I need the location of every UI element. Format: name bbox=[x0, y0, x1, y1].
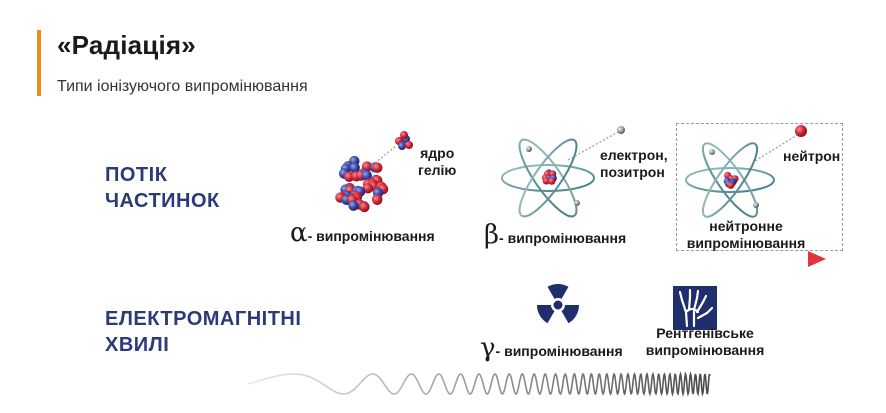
waves-label-line2: ХВИЛІ bbox=[105, 334, 170, 356]
helium-nucleus-tag: ядро гелію bbox=[418, 145, 456, 179]
neutron-label-line1: нейтронне bbox=[709, 218, 783, 234]
neutron-atom-icon bbox=[685, 142, 775, 218]
electron-particle-icon bbox=[617, 126, 625, 134]
helium-tag-line2: гелію bbox=[418, 162, 457, 178]
neutron-particle-icon bbox=[795, 125, 807, 137]
helium-tag-line1: ядро bbox=[420, 145, 455, 161]
neutron-radiation-label: нейтронне випромінювання bbox=[681, 218, 811, 252]
gamma-symbol: γ bbox=[480, 333, 496, 363]
neutron-label-line2: випромінювання bbox=[686, 235, 806, 251]
helium-trail-icon bbox=[374, 145, 397, 164]
waves-label-line1: ЕЛЕКТРОМАГНІТНІ bbox=[105, 308, 302, 330]
radiation-trefoil-icon bbox=[536, 283, 580, 326]
title-accent-bar bbox=[37, 30, 41, 96]
xray-label-line1: Рентгенівське bbox=[656, 325, 754, 341]
xray-label-line2: випромінювання bbox=[645, 342, 765, 358]
page-title: «Радіація» bbox=[57, 30, 196, 60]
em-wave-icon bbox=[247, 371, 711, 397]
beta-suffix: - випромінювання bbox=[499, 230, 627, 246]
particles-row-label: ПОТІК ЧАСТИНОК bbox=[105, 162, 220, 214]
alpha-nucleus-icon bbox=[335, 155, 389, 213]
electron-tag-line1: електрон, bbox=[600, 147, 668, 163]
neutron-trail-icon bbox=[751, 134, 798, 164]
electron-trail-icon bbox=[567, 131, 619, 161]
alpha-radiation-label: α- випромінювання bbox=[290, 218, 435, 248]
spectrum-arrow-head bbox=[808, 251, 826, 267]
alpha-symbol: α bbox=[290, 218, 308, 248]
neutron-tag: нейтрон bbox=[783, 148, 841, 164]
xray-radiation-label: Рентгенівське випромінювання bbox=[640, 325, 770, 359]
gamma-suffix: - випромінювання bbox=[495, 343, 623, 359]
electron-tag-line2: позитрон bbox=[600, 164, 665, 180]
page-subtitle: Типи іонізуючого випромінювання bbox=[57, 78, 308, 95]
gamma-radiation-label: γ- випромінювання bbox=[480, 333, 623, 363]
particles-label-line2: ЧАСТИНОК bbox=[105, 190, 220, 212]
helium-nucleus-icon bbox=[395, 131, 413, 150]
beta-radiation-label: β- випромінювання bbox=[484, 220, 626, 250]
particles-label-line1: ПОТІК bbox=[105, 164, 168, 186]
beta-atom-icon bbox=[501, 138, 595, 218]
beta-symbol: β bbox=[484, 220, 500, 250]
alpha-suffix: - випромінювання bbox=[307, 228, 435, 244]
neutron-dashed-frame bbox=[676, 123, 843, 251]
waves-row-label: ЕЛЕКТРОМАГНІТНІ ХВИЛІ bbox=[105, 306, 301, 358]
xray-hand-icon bbox=[673, 286, 717, 330]
electron-positron-tag: електрон, позитрон bbox=[600, 147, 668, 181]
